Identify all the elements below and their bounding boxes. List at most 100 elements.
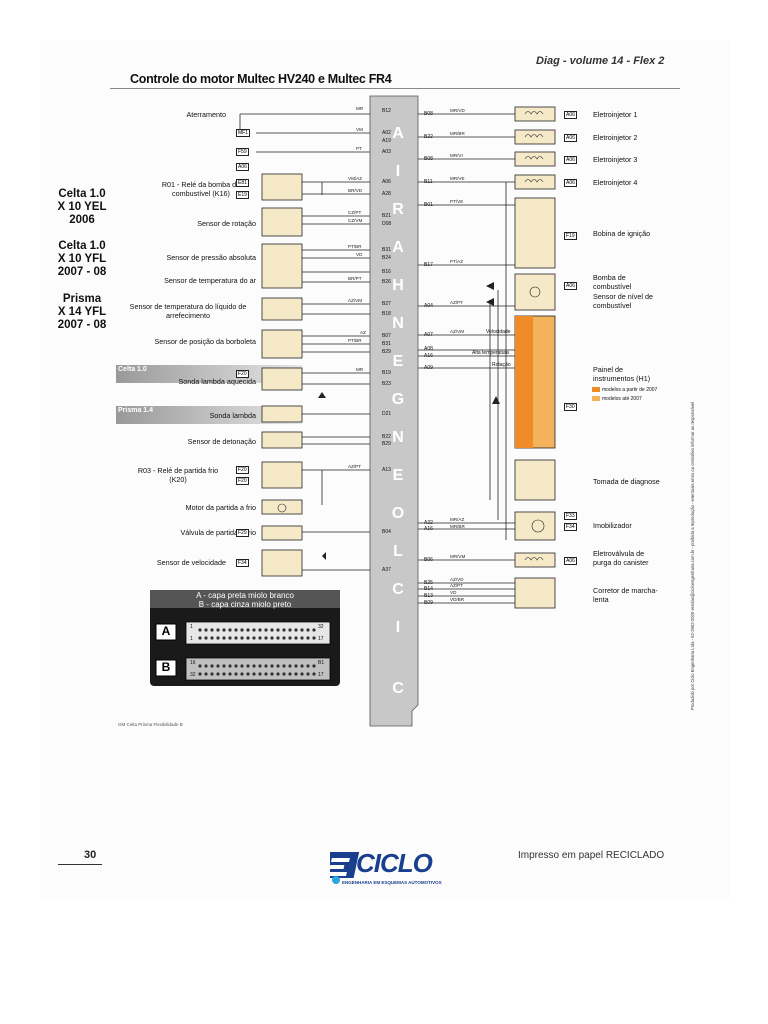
ecu-pin-r3: B11 <box>424 179 433 185</box>
ecu-letter-7: G <box>391 391 405 408</box>
ecu-pin-l15: B31 <box>382 341 391 347</box>
wire-color-7: PT/BR <box>348 244 362 249</box>
header-rule <box>110 88 680 89</box>
ecu-pin-r10: A09 <box>424 365 433 371</box>
wire-color-10: AZ/VM <box>348 298 363 303</box>
connector-a-pin-bl: 1 <box>190 636 193 642</box>
band-celta: Celta 1.0 <box>116 365 302 383</box>
small-caption: GM Celta Prisma Flexibilidade B <box>118 722 183 727</box>
ecu-pin-l4: A06 <box>382 179 391 185</box>
ecu-pin-l14: B07 <box>382 333 391 339</box>
label-rele-bomba: R01 - Relé da bomba de combustível (K16) <box>146 180 256 198</box>
ecu-pin-l6: B21 <box>382 213 391 219</box>
volume-label: Diag - volume 14 - Flex 2 <box>536 55 665 67</box>
connector-pin-dots <box>198 628 316 676</box>
label-bomba-text: Bomba de combustível <box>593 273 632 291</box>
fuse-tag-f20-b: F20 <box>236 466 249 474</box>
wire-color-4: BR/VD <box>348 188 363 193</box>
ecu-pin-l16: B29 <box>382 349 391 355</box>
label-sonda-lambda: Sonda lambda <box>209 411 256 420</box>
ecu-pin-l22: A13 <box>382 467 391 473</box>
signal-velocidade: Velocidade <box>486 329 511 335</box>
ecu-pin-l8: B31 <box>382 247 391 253</box>
ecu-pin-l11: B26 <box>382 279 391 285</box>
ecu-pin-l17: B19 <box>382 370 391 376</box>
ecu-pin-l3: A03 <box>382 149 391 155</box>
label-corretor-text: Corretor de marcha-lenta <box>593 586 658 604</box>
wire-color-22: AZ/VM <box>450 329 465 334</box>
ecu-pin-r0: B08 <box>424 111 433 117</box>
connector-a-pin-tl: 1 <box>190 624 193 630</box>
ecu-pin-l9: B24 <box>382 255 391 261</box>
ecu-pin-l1: A02 <box>382 130 391 136</box>
label-aterramento: Aterramento <box>186 110 226 119</box>
page-number: 30 <box>84 849 97 861</box>
label-imobilizador: Imobilizador <box>593 521 632 530</box>
ecu-pin-r9: A16 <box>424 353 433 359</box>
wire-color-5: CZ/PT <box>348 210 362 215</box>
wire-color-16: MR/BR <box>450 131 465 136</box>
label-painel: Painel de instrumentos (H1) <box>593 365 663 383</box>
label-diagnose: Tomada de diagnose <box>593 477 660 486</box>
wire-color-6: CZ/VM <box>348 218 363 223</box>
wire-color-25: MR/VM <box>450 554 466 559</box>
footer-rule <box>58 864 102 865</box>
fuse-tag-a06-r1: A06 <box>564 111 577 119</box>
connector-b-pin-tr: B1 <box>318 660 325 666</box>
ecu-letter-1: I <box>395 163 401 180</box>
ciclo-logo: CICLO ENGENHARIA EM ESQUEMAS AUTOMOTIVOS <box>323 848 462 890</box>
ecu-pin-r12: A16 <box>424 526 433 532</box>
fuse-tag-a06-r6: A06 <box>564 557 577 565</box>
ecu-letter-9: E <box>392 467 404 484</box>
wire-color-0: MR <box>356 106 364 111</box>
label-sonda-aquecida: Sonda lambda aquecida <box>178 377 256 386</box>
fuse-tag-f19: F19 <box>564 232 577 240</box>
recycled-note: Impresso em papel RECICLADO <box>518 850 665 861</box>
model-2-line2: X 10 YFL <box>57 253 107 265</box>
ecu-letter-6: E <box>392 353 404 370</box>
connector-b-pin-bl: 32 <box>190 672 196 678</box>
label-rele-partida: R03 - Relé de partida frio (K20) <box>130 466 226 484</box>
ecu-pin-r13: B06 <box>424 557 433 563</box>
label-painel-text: Painel de instrumentos (H1) <box>593 365 651 383</box>
label-bobina: Bobina de ignição <box>593 229 651 238</box>
band-prisma-label: Prisma 1.4 <box>118 407 154 414</box>
label-rele-partida-text: R03 - Relé de partida frio (K20) <box>137 466 219 484</box>
wire-color-9: BR/PT <box>348 276 362 281</box>
ecu-pin-r16: B13 <box>424 593 433 599</box>
ecu-pin-l18: B23 <box>382 381 391 387</box>
ecu-letter-5: N <box>392 315 404 332</box>
ecu-pin-l20: B22 <box>382 434 391 440</box>
wire-color-18: MR/VE <box>450 176 465 181</box>
label-sensor-temp-liquido-text: Sensor de temperatura do líquido de arre… <box>129 302 247 320</box>
ciclo-logo-mark <box>323 852 360 884</box>
wire-color-2: PT <box>356 146 362 151</box>
ciclo-brand: CICLO <box>356 848 433 878</box>
ecu-pin-l0: B12 <box>382 108 391 114</box>
label-sensor-velocidade: Sensor de velocidade <box>156 558 226 567</box>
wire-color-15: MR/VD <box>450 108 465 113</box>
connector-a-pin-br: 17 <box>318 636 324 642</box>
label-injetor-1: Eletroinjetor 1 <box>593 110 638 119</box>
fuse-tag-e19: E19 <box>236 191 249 199</box>
wire-color-20: PT/AZ <box>450 259 464 264</box>
label-rele-bomba-text: R01 - Relé da bomba de combustível (K16) <box>161 180 241 198</box>
fuse-tag-mf1: MF1 <box>236 129 250 137</box>
side-credit: Produzido por Ciclo Engenharia Ltda - 62… <box>690 401 695 710</box>
label-sensor-temp-liquido: Sensor de temperatura do líquido de arre… <box>120 302 256 320</box>
ecu-letter-8: N <box>392 429 404 446</box>
ecu-letter-4: H <box>392 277 404 294</box>
ecu-letter-2: R <box>392 201 404 218</box>
band-celta-label: Celta 1.0 <box>118 366 147 373</box>
model-label-3: Prisma X 14 YFL 2007 - 08 <box>52 293 112 332</box>
legend-a-partir-2007: modelos a partir de 2007 <box>602 387 658 393</box>
wire-color-8: VD <box>356 252 363 257</box>
wire-color-21: AZ/PT <box>450 300 464 305</box>
ecu-pin-l21: B29 <box>382 441 391 447</box>
label-bomba: Bomba de combustível <box>593 273 663 291</box>
label-nivel: Sensor de nível de combustível <box>593 292 673 310</box>
fuse-tag-f30: F30 <box>564 403 577 411</box>
wire-color-3: VM/AZ <box>348 176 363 181</box>
wire-color-17: MR/VI <box>450 153 463 158</box>
